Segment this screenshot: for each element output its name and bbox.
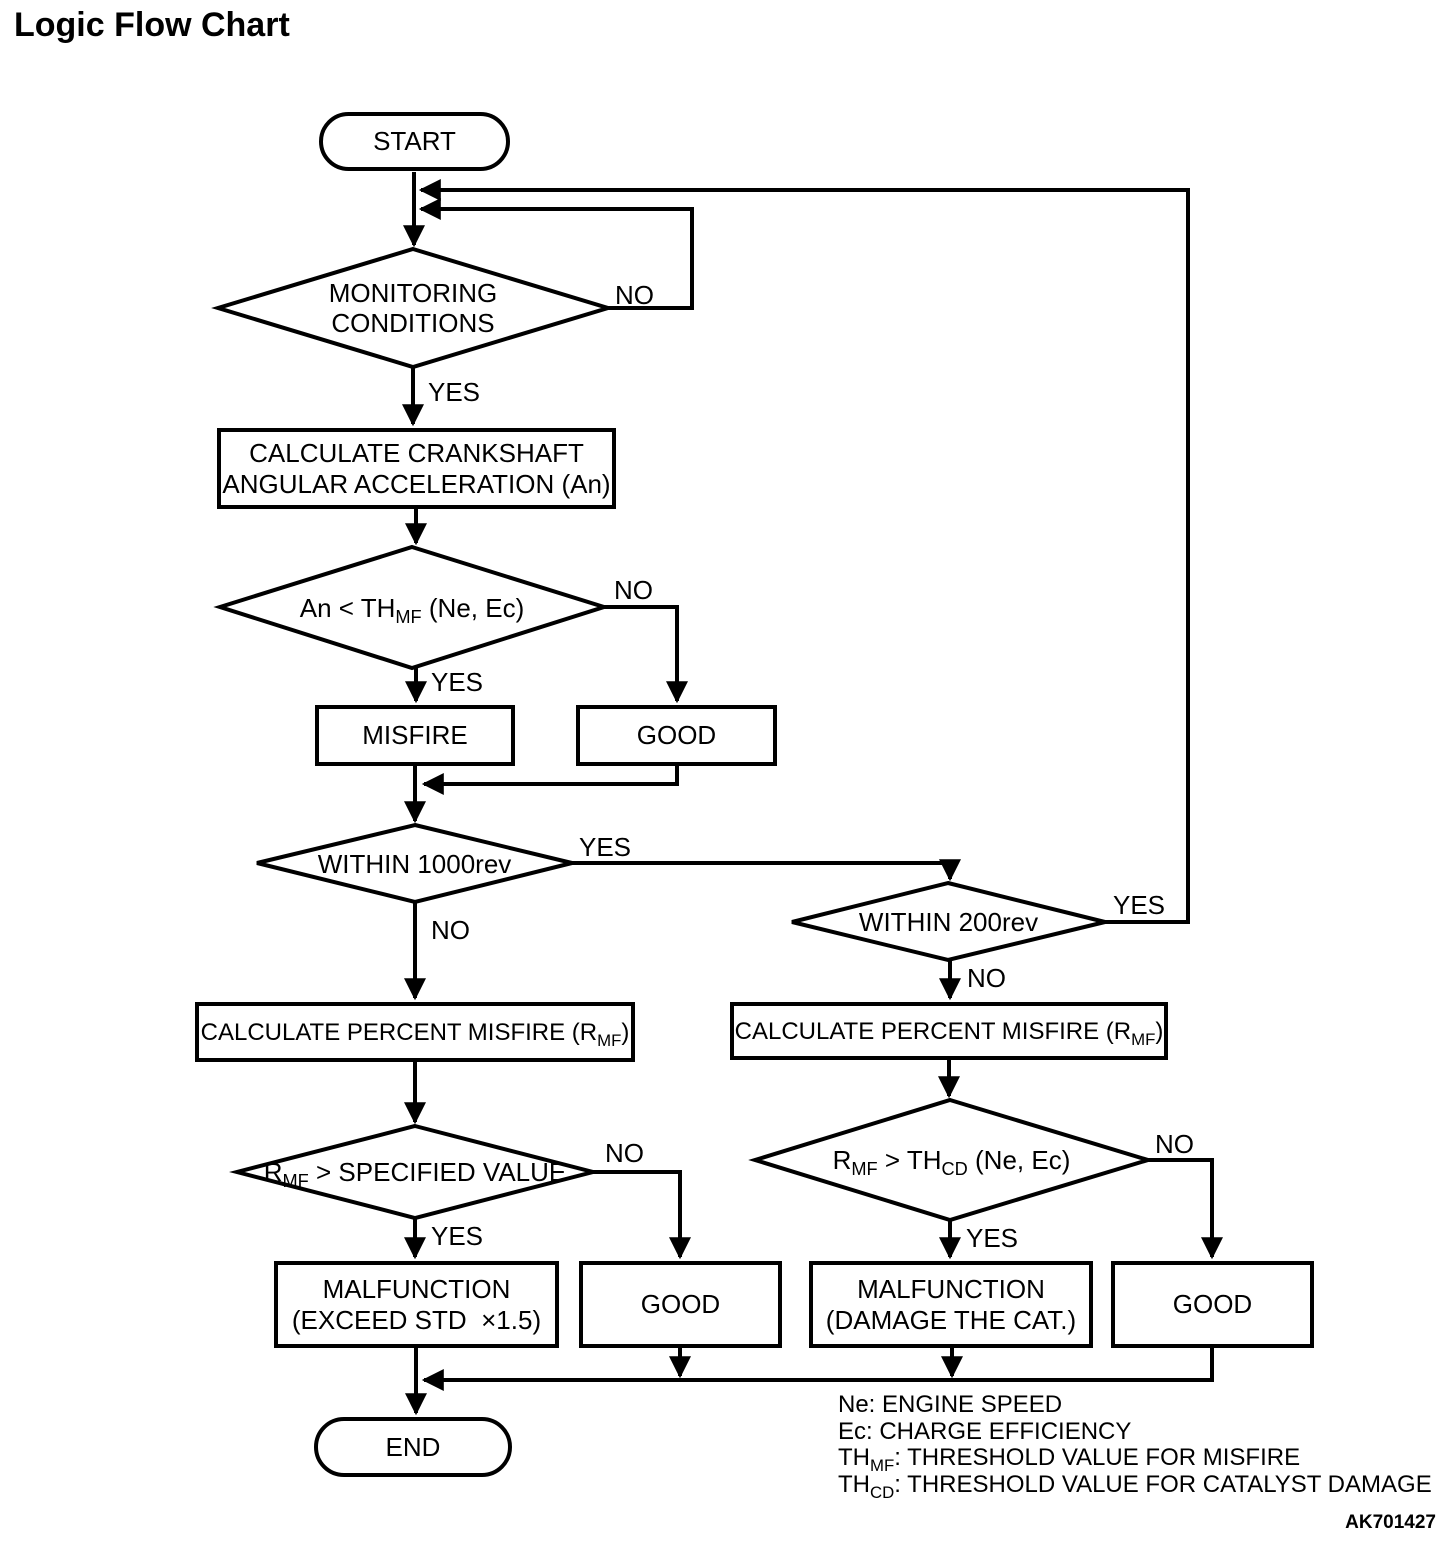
edge-label-an-no: NO	[614, 575, 653, 605]
decision-rmf-specified-shape	[229, 1123, 601, 1221]
edge-label-w1000-yes: YES	[579, 832, 632, 862]
decision-within-200rev-label: WITHIN 200rev	[858, 906, 1039, 937]
process-calc-percent-misfire-right: CALCULATE PERCENT MISFIRE (RMF)	[730, 1002, 1168, 1060]
decision-within-1000rev-label: WITHIN 1000rev	[317, 848, 512, 879]
decision-rmf-thcd-label: RMF > THCD (Ne, Ec)	[832, 1145, 1071, 1180]
process-good-mid: GOOD	[579, 1261, 782, 1348]
decision-within-1000rev-shape	[256, 822, 573, 905]
start-terminator: START	[319, 112, 510, 171]
decision-rmf-thcd-shape	[748, 1097, 1155, 1223]
edge-an-no-to-good	[604, 605, 688, 704]
edge-label-cat-yes: YES	[966, 1223, 1019, 1253]
process-good-top: GOOD	[576, 705, 777, 766]
edge-label-spec-yes: YES	[431, 1221, 484, 1251]
edge-label-cat-no: NO	[1155, 1129, 1194, 1159]
figure-id: AK701427	[1345, 1512, 1436, 1533]
edge-spec-no-to-good	[593, 1170, 691, 1260]
process-malfunction-cat: MALFUNCTION(DAMAGE THE CAT.)	[809, 1261, 1093, 1348]
end-terminator: END	[314, 1417, 512, 1477]
edge-w200-yes-loop	[418, 179, 1190, 924]
edge-label-w200-yes: YES	[1113, 890, 1166, 920]
decision-rmf-specified-label: RMF > SPECIFIED VALUE	[263, 1157, 567, 1192]
edge-monitoring-no-loop	[418, 198, 694, 310]
edge-label-w1000-no: NO	[431, 915, 470, 945]
edge-label-spec-no: NO	[605, 1138, 644, 1168]
process-misfire: MISFIRE	[315, 705, 515, 766]
process-good-right: GOOD	[1111, 1261, 1314, 1348]
process-calc-percent-misfire-left: CALCULATE PERCENT MISFIRE (RMF)	[195, 1002, 635, 1062]
legend: Ne: ENGINE SPEED Ec: CHARGE EFFICIENCY T…	[838, 1391, 1432, 1502]
edge-label-monitoring-yes: YES	[428, 377, 481, 407]
edge-good-right-merge	[421, 1348, 1214, 1391]
edge-w1000-yes-to-w200	[572, 859, 961, 882]
legend-threshold-misfire: THMF: THRESHOLD VALUE FOR MISFIRE	[838, 1444, 1301, 1475]
legend-engine-speed: Ne: ENGINE SPEED	[838, 1391, 1063, 1418]
page-title: Logic Flow Chart	[14, 6, 290, 44]
edge-label-monitoring-no: NO	[615, 280, 654, 310]
decision-an-threshold-label: An < THMF (Ne, Ec)	[299, 592, 525, 627]
decision-an-threshold-shape	[213, 544, 611, 671]
decision-monitoring-shape	[211, 246, 615, 370]
edge-good-merge	[421, 766, 679, 795]
decision-within-200rev-shape	[791, 880, 1106, 963]
process-malfunction-std: MALFUNCTION(EXCEED STD ×1.5)	[274, 1261, 559, 1348]
edge-label-an-yes: YES	[431, 667, 484, 697]
edge-label-w200-no: NO	[967, 963, 1006, 993]
legend-charge-efficiency: Ec: CHARGE EFFICIENCY	[838, 1417, 1132, 1445]
legend-threshold-catalyst: THCD: THRESHOLD VALUE FOR CATALYST DAMAG…	[838, 1470, 1432, 1502]
edge-cat-no-to-good	[1148, 1158, 1223, 1260]
